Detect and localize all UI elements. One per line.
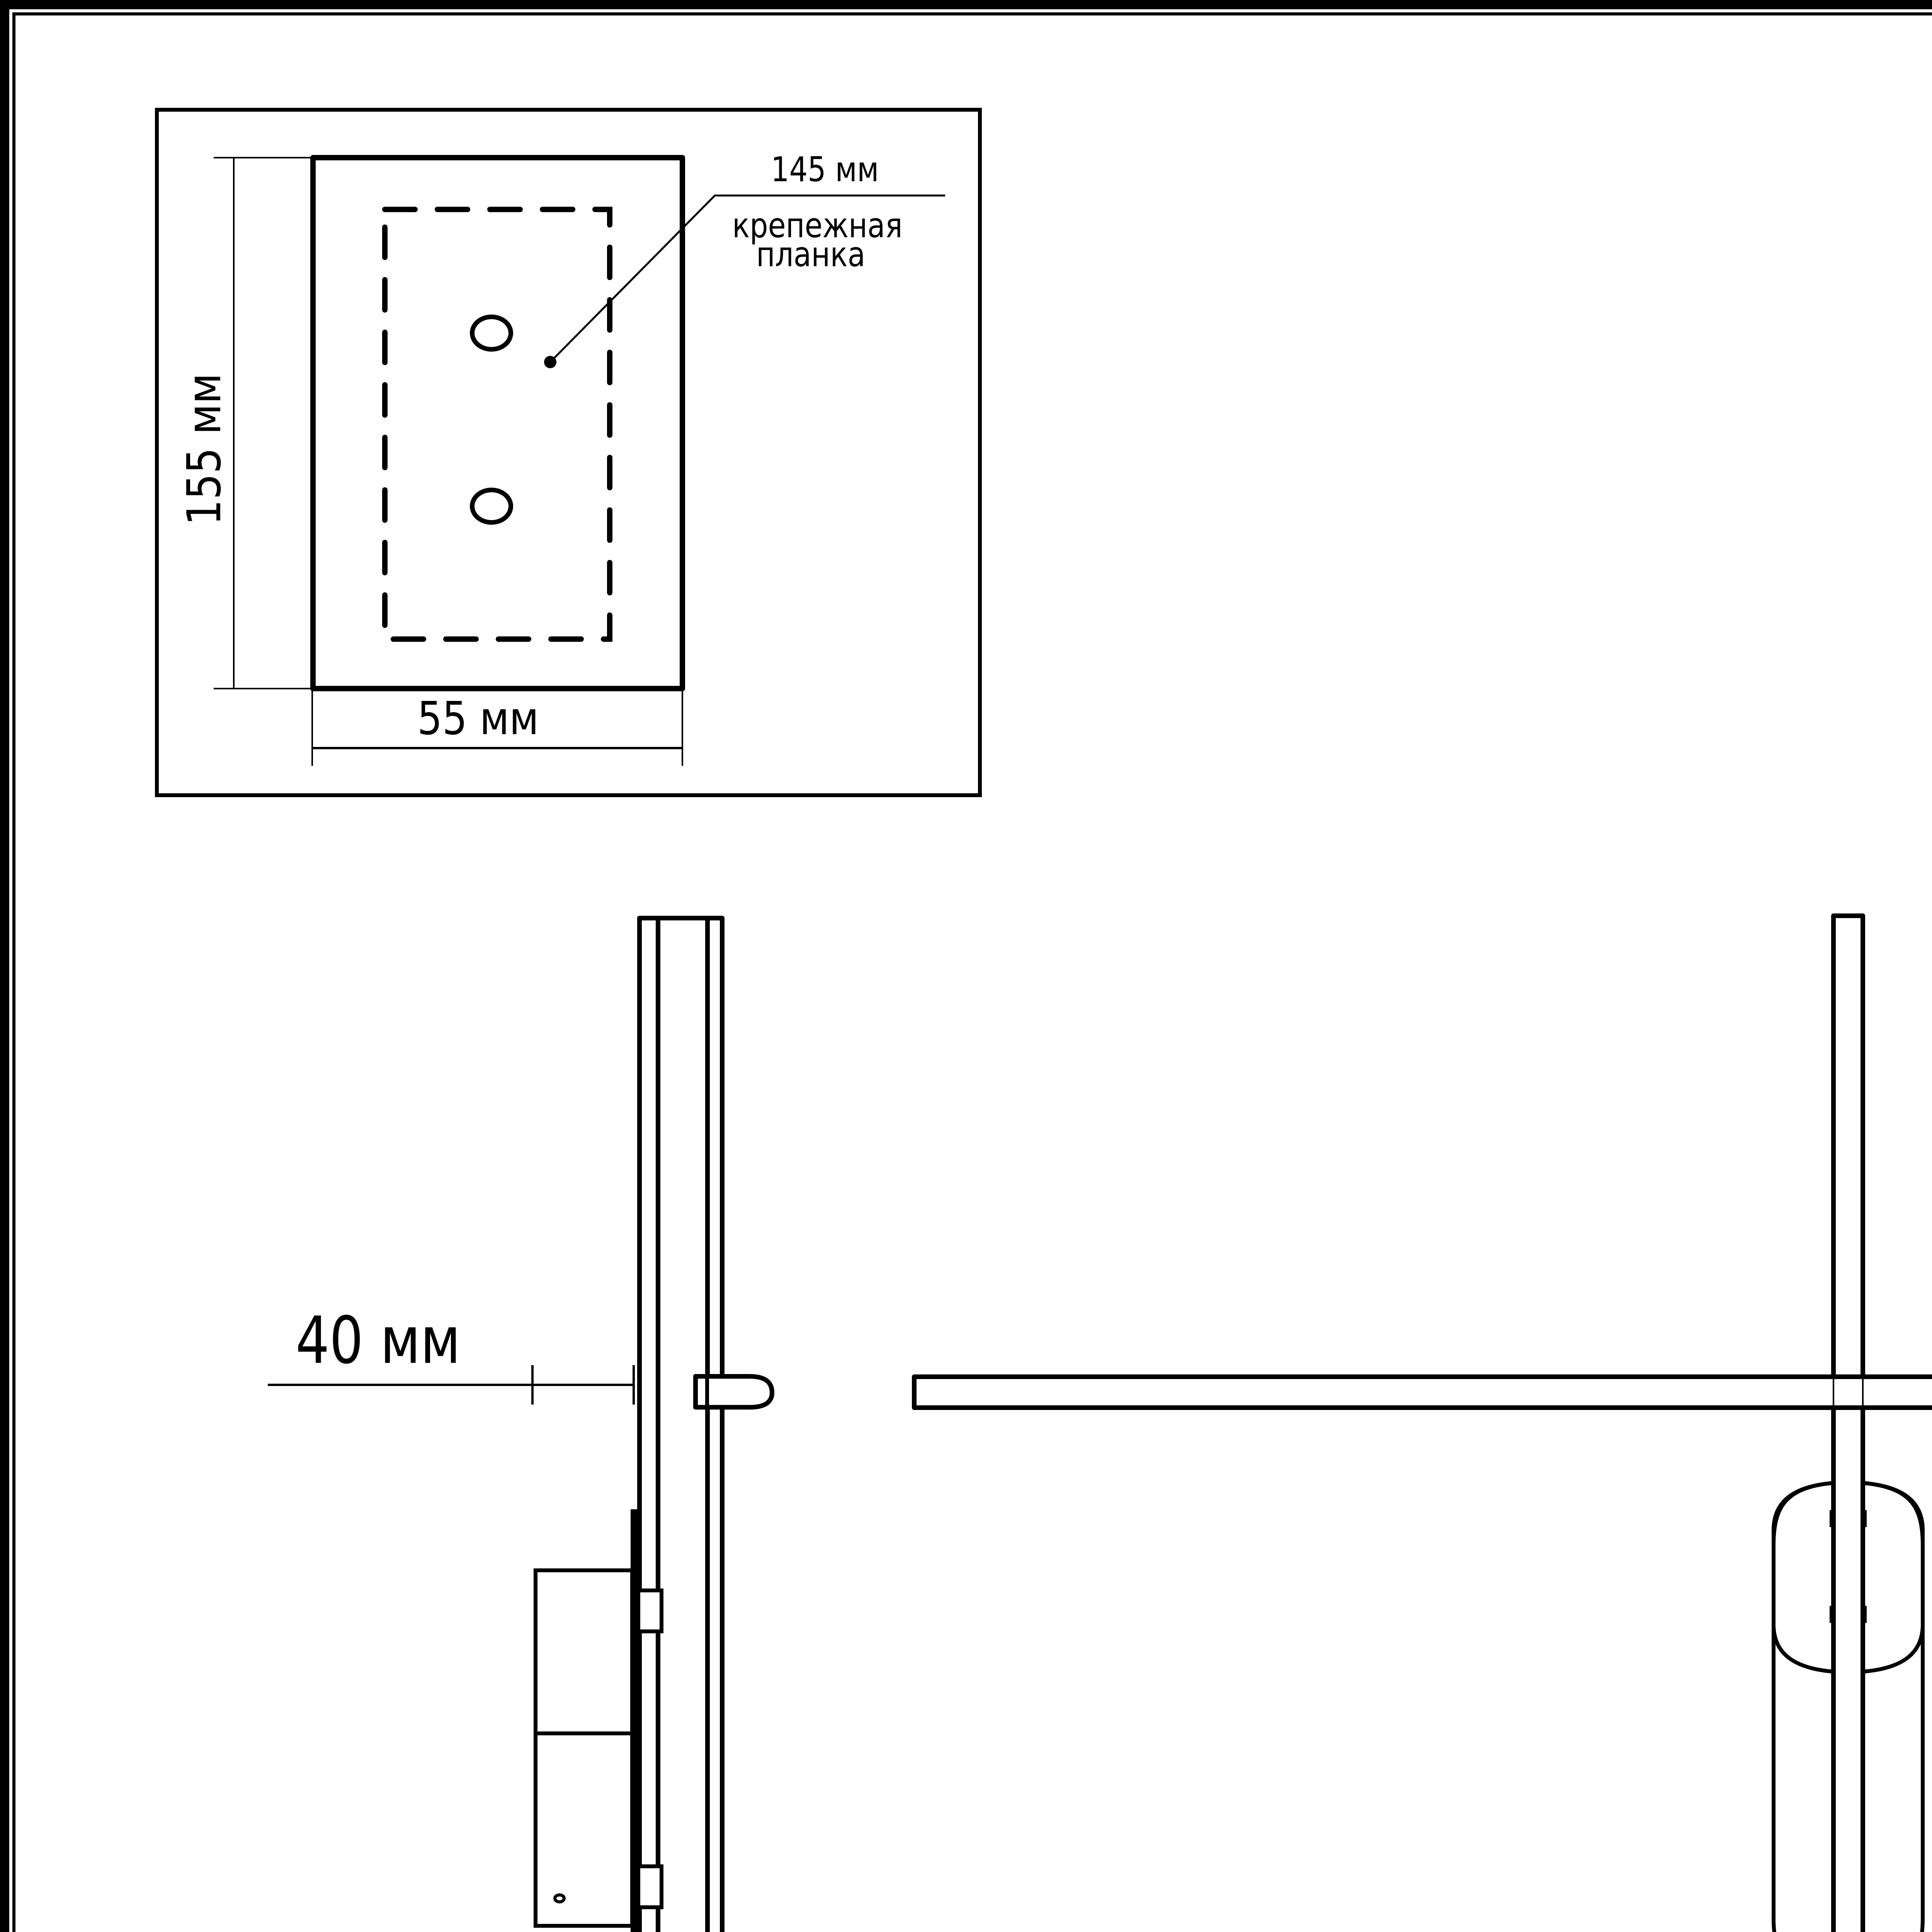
plate-width-label: 55 мм	[417, 692, 539, 745]
lamp-bar-vertical	[1831, 913, 1865, 1932]
front-view	[912, 913, 1932, 1932]
bracket-clip	[1863, 1510, 1867, 1527]
mounting-hole-icon	[470, 315, 513, 352]
leader-line	[549, 194, 945, 363]
switch-knob	[693, 1374, 774, 1410]
bracket-clip	[1830, 1510, 1833, 1527]
driver-box	[534, 1568, 634, 1735]
bracket-caption-line2: планка	[756, 235, 866, 274]
bracket-caption-line1: крепежная	[732, 206, 903, 245]
side-view	[268, 916, 774, 1932]
bracket-clip	[636, 1864, 663, 1909]
inset-box	[155, 108, 982, 797]
bracket-clip	[1863, 1606, 1867, 1623]
oval-wall-plate	[1772, 1481, 1925, 1673]
lamp-bar-side	[637, 916, 724, 1932]
bracket-clip	[636, 1588, 663, 1633]
lamp-bar-horizontal	[912, 1374, 1932, 1410]
screw-icon	[553, 1893, 566, 1903]
inner-frame	[12, 12, 1932, 1932]
bracket-size-label: 145 мм	[771, 150, 879, 189]
mounting-plate-inset	[155, 108, 982, 797]
mounting-plate	[310, 155, 685, 691]
mounting-hole-icon	[470, 488, 513, 525]
wall-offset-label: 40 мм	[296, 1303, 461, 1378]
bracket-dashed-outline	[382, 207, 612, 642]
bracket-clip	[1830, 1606, 1833, 1623]
plate-height-label: 155 мм	[178, 373, 231, 526]
